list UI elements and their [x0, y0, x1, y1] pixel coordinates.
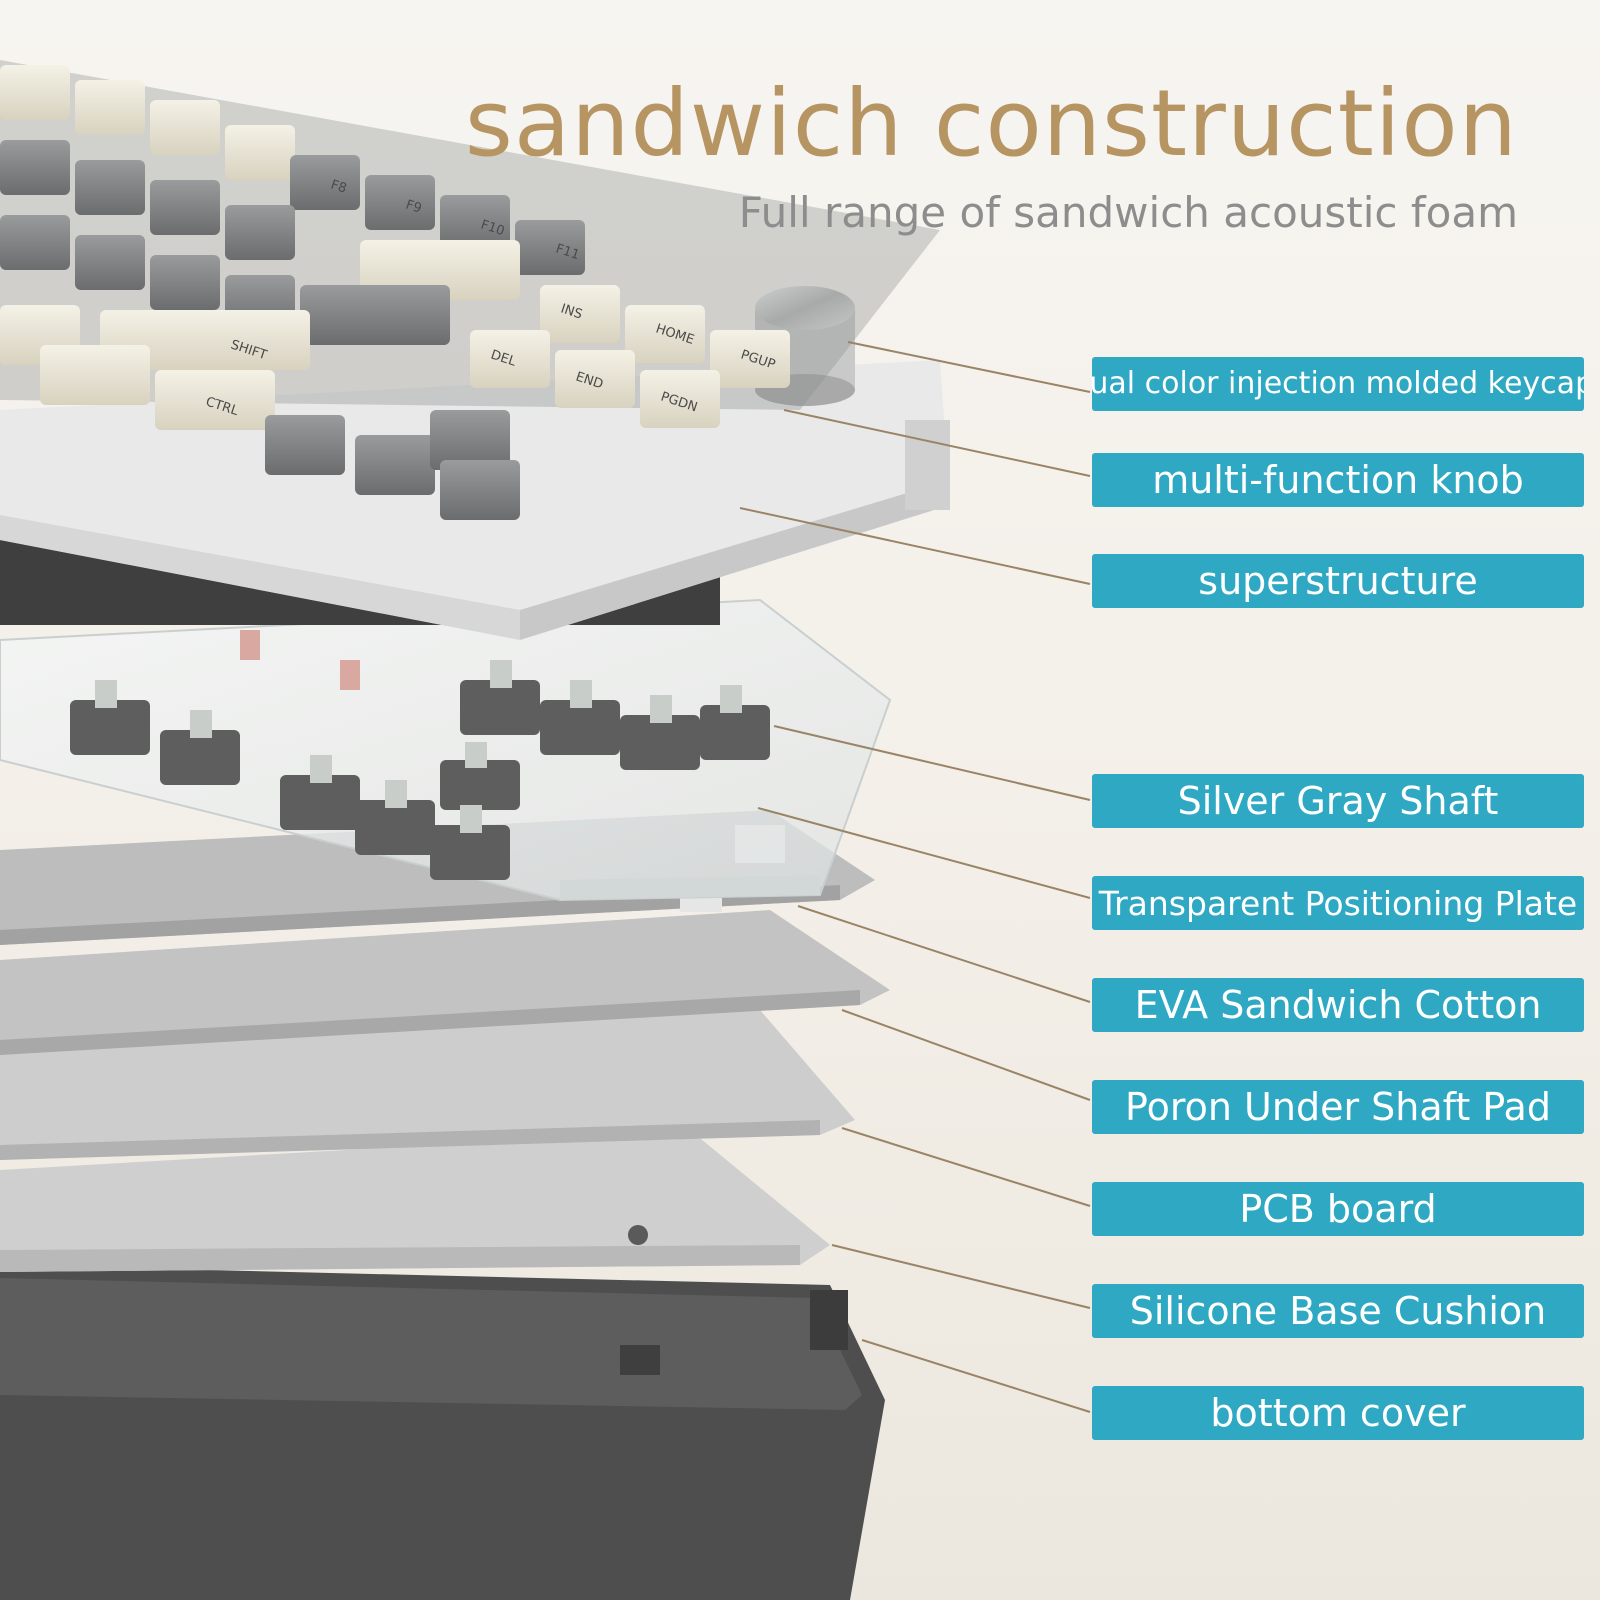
label-superstructure: superstructure	[1092, 554, 1584, 608]
keycap-legend: F8	[329, 178, 349, 197]
poron-pad-layer	[0, 910, 890, 1055]
label-poron-pad: Poron Under Shaft Pad	[1092, 1080, 1584, 1134]
leader-line-knob	[783, 409, 1091, 477]
leader-line-eva	[797, 905, 1091, 1003]
label-shaft: Silver Gray Shaft	[1092, 774, 1584, 828]
keycap-legend: F10	[479, 218, 506, 240]
keycap-legend: INS	[559, 302, 584, 323]
label-bottom-cover: bottom cover	[1092, 1386, 1584, 1440]
label-keycaps: Dual color injection molded keycaps	[1092, 357, 1584, 411]
page-subtitle: Full range of sandwich acoustic foam	[738, 188, 1518, 237]
leader-line-superstructure	[739, 507, 1091, 585]
pcb-board-layer	[0, 1010, 855, 1160]
leader-line-silicone	[831, 1244, 1091, 1309]
leader-line-shaft	[773, 725, 1091, 801]
bottom-cover-layer	[0, 1265, 885, 1600]
leader-line-pcb	[841, 1127, 1091, 1207]
keycap-legend: F11	[554, 242, 581, 264]
leader-lines	[739, 341, 1091, 1413]
label-knob: multi-function knob	[1092, 453, 1584, 507]
leader-line-bottom-cover	[861, 1339, 1091, 1413]
label-pcb-board: PCB board	[1092, 1182, 1584, 1236]
silicone-cushion-layer	[0, 1130, 830, 1272]
keycap-layer	[0, 60, 940, 520]
leader-line-positioning-plate	[757, 807, 1091, 899]
positioning-plate-layer	[0, 598, 892, 902]
keycap-legend: F9	[404, 198, 424, 217]
label-positioning-plate: Transparent Positioning Plate	[1092, 876, 1584, 930]
leader-line-keycaps	[847, 341, 1091, 393]
label-eva-cotton: EVA Sandwich Cotton	[1092, 978, 1584, 1032]
page-title: sandwich construction	[464, 70, 1518, 177]
label-silicone-cushion: Silicone Base Cushion	[1092, 1284, 1584, 1338]
leader-line-poron	[841, 1009, 1091, 1101]
